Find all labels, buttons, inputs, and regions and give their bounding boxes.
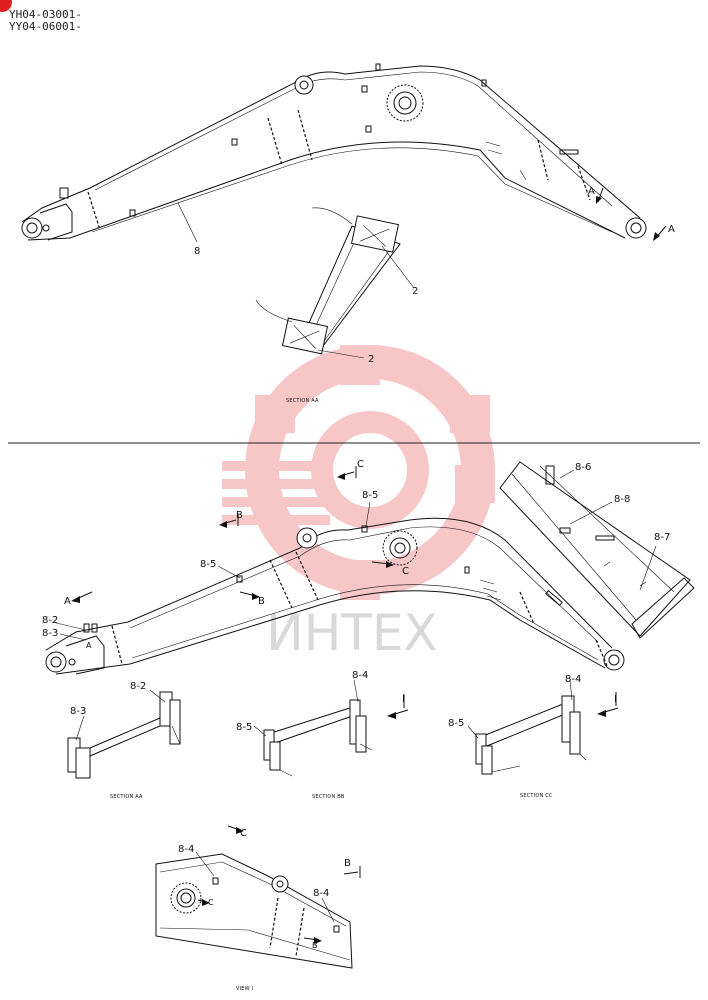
part-label-8-5-left: 8-5 (200, 559, 216, 570)
section-aa-bottom-label-8-3: 8-3 (70, 706, 86, 717)
section-cc-marker-i: I (614, 694, 617, 705)
arrow-label-a-left: A (64, 596, 71, 607)
section-bb-drawing (253, 679, 409, 777)
section-arrow-c-top (337, 466, 357, 480)
arrow-label-a-small: A (86, 641, 92, 650)
section-cc-caption: SECTION CC (520, 793, 553, 799)
view-i-arrow-c: C (240, 828, 247, 839)
arrow-label-c-mid: C (402, 566, 409, 577)
part-label-8-3: 8-3 (42, 628, 58, 639)
serial-range-2: YY04-06001- (9, 20, 82, 33)
bottom-boom-drawing (45, 501, 625, 675)
part-label-8-7: 8-7 (654, 532, 670, 543)
view-i-mark-b: B (312, 941, 318, 950)
section-cc-label-8-5: 8-5 (448, 718, 464, 729)
arrow-label-c-top: C (357, 459, 364, 470)
arrow-label-b-mid: B (258, 596, 265, 607)
section-cc-drawing (467, 679, 619, 775)
section-arrow-b-left (219, 514, 239, 528)
section-arrow-label-a2: A (668, 224, 675, 235)
section-arrow-b-mid (239, 591, 260, 600)
serial-range-1: YH04-03001- (9, 8, 82, 21)
section-aa-top-caption: SECTION AA (286, 398, 319, 404)
section-bb-label-8-5: 8-5 (236, 722, 252, 733)
section-bb-caption: SECTION BB (312, 794, 345, 800)
section-aa-bottom-label-8-2: 8-2 (130, 681, 146, 692)
part-label-8-8: 8-8 (614, 494, 630, 505)
view-i-mark-c: C (208, 898, 214, 907)
page-badge-icon (0, 0, 12, 12)
part-label-8-6: 8-6 (575, 462, 591, 473)
section-arrow-a-left (71, 591, 93, 603)
section-arrow-a-upper (596, 187, 604, 204)
view-i-arrow-b: B (344, 858, 351, 869)
section-arrow-c-mid (371, 561, 394, 568)
view-i-drawing (155, 825, 361, 969)
section-aa-bottom-caption: SECTION AA (110, 794, 143, 800)
arrow-label-b-left: B (236, 510, 243, 521)
section-bb-marker-i: I (402, 694, 405, 705)
part-label-8-2: 8-2 (42, 615, 58, 626)
part-label-8-5-top: 8-5 (362, 490, 378, 501)
watermark-gear-logo (222, 345, 495, 600)
section-aa-top-label-2a: 2 (412, 286, 418, 297)
view-i-label-8-4b: 8-4 (313, 888, 329, 899)
section-cc-label-8-4: 8-4 (565, 674, 581, 685)
section-arrow-a-lower (653, 225, 667, 241)
watermark-text: ИНТЕХ (266, 604, 437, 662)
section-aa-top-drawing (255, 207, 415, 359)
foot-detail-drawing (499, 461, 695, 639)
section-aa-top-label-2b: 2 (368, 354, 374, 365)
part-label-8: 8 (194, 246, 200, 257)
view-i-label-8-4a: 8-4 (178, 844, 194, 855)
view-i-caption: VIEW I (236, 986, 253, 992)
section-bb-label-8-4: 8-4 (352, 670, 368, 681)
section-aa-bottom-drawing (67, 689, 181, 779)
section-arrow-label-a1: A (588, 186, 595, 197)
top-boom-drawing (21, 63, 647, 243)
